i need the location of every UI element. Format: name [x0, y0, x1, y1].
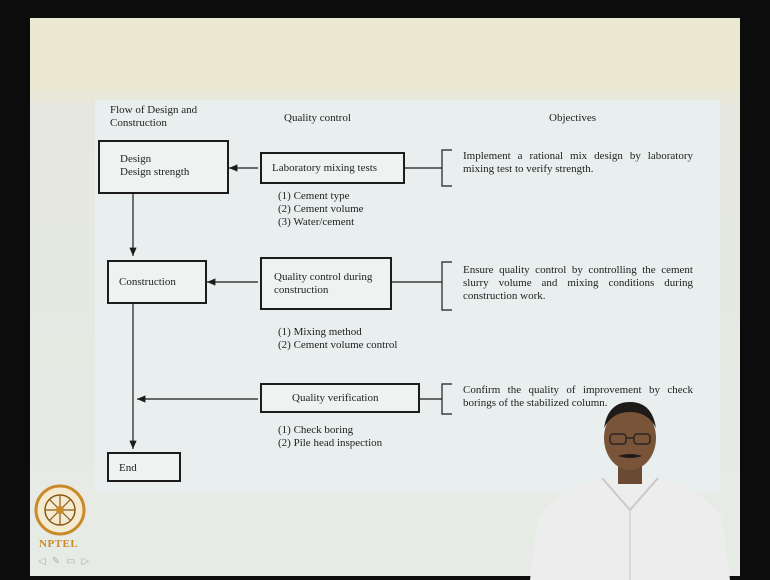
objective-verification: Confirm the quality of improvement by ch… [463, 384, 693, 409]
objective-quality-control: Ensure quality control by controlling th… [463, 264, 693, 302]
verification-items: (1) Check boring (2) Pile head inspectio… [278, 424, 383, 449]
next-icon[interactable]: ▷ [81, 556, 96, 567]
lab-tests-box: Laboratory mixing tests [260, 152, 405, 184]
pen-icon[interactable]: ✎ [51, 556, 67, 567]
verification-box: Quality verification [260, 383, 420, 413]
construction-box: Construction [107, 260, 207, 304]
quality-during-items: (1) Mixing method (2) Cement volume cont… [278, 326, 398, 351]
nptel-logo-text: NPTEL [39, 538, 79, 550]
end-box: End [107, 452, 181, 482]
slide-toolbar: ◁✎▭▷ [38, 556, 95, 567]
lab-tests-items: (1) Cement type (2) Cement volume (3) Wa… [278, 190, 364, 228]
design-box: Design Design strength [98, 140, 229, 194]
header-objectives: Objectives [549, 112, 597, 124]
quality-during-box: Quality control during construction [260, 257, 392, 310]
presenter-image [530, 402, 730, 580]
flow-diagram: Flow of Design and Construction Quality … [95, 100, 720, 493]
objective-mix-design: Implement a rational mix design by labor… [463, 150, 693, 175]
prev-icon[interactable]: ◁ [38, 556, 52, 567]
nptel-logo-icon [34, 484, 86, 536]
header-flow: Flow of Design and Construction [110, 104, 198, 129]
connector-lines [129, 149, 452, 449]
page-icon[interactable]: ▭ [66, 556, 82, 567]
header-quality-control: Quality control [284, 112, 351, 124]
